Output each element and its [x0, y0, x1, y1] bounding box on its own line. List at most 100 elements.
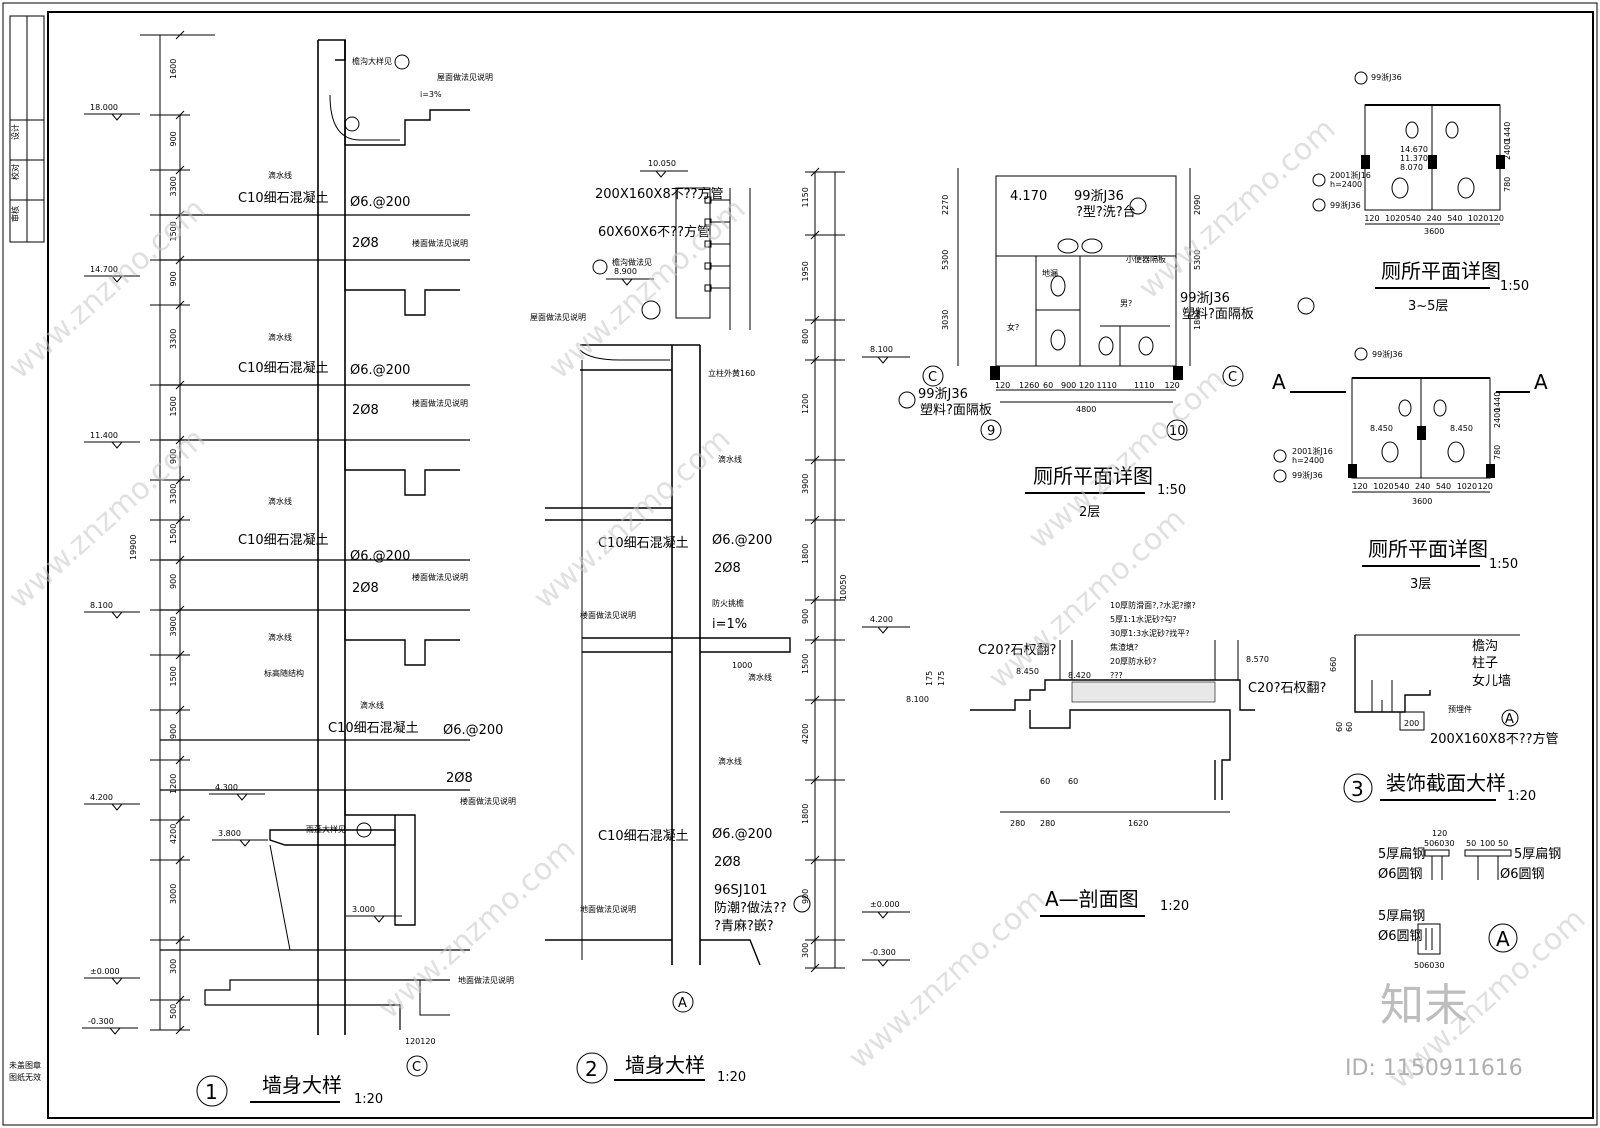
wm-1: www.znzmo.com — [2, 192, 212, 386]
d1-wall-dim: 120120 — [405, 1037, 436, 1046]
t35-ref-2: 99浙J36 — [1330, 200, 1361, 210]
t2-female: 女? — [1007, 322, 1019, 332]
t3-dim-value: 540 — [1436, 482, 1451, 491]
wm-5: www.znzmo.com — [372, 832, 582, 1026]
d3-label-embed: 预埋件 — [1448, 704, 1472, 714]
d3-label-column: 柱子 — [1472, 656, 1498, 671]
t3-dim-value: 120 — [1352, 482, 1367, 491]
d2-fire: 防火挑檐 — [712, 598, 744, 608]
d1-dim-value: 1500 — [169, 396, 178, 416]
d1-dim-slash — [175, 705, 185, 715]
sa-c20-right: C20?石权翻? — [1248, 680, 1326, 696]
d1-dim-value: 1600 — [169, 59, 178, 79]
d2-rebar2-2: 2Ø8 — [714, 855, 741, 870]
t35-dim-value: 540 — [1447, 214, 1462, 223]
sa-note-1: 10厚防滑面?,?水泥?擦? — [1110, 600, 1196, 610]
d2-dim-slash — [810, 355, 820, 365]
d1-c10-3: C10细石混凝土 — [238, 532, 329, 548]
t35-dim-value: 240 — [1427, 214, 1442, 223]
d1-title: 墙身大样 — [262, 1073, 342, 1097]
t2-axis-10: 10 — [1169, 424, 1186, 439]
da-dim-506030-b: 506030 — [1414, 961, 1445, 970]
d2-roof: 屋面做法见说明 — [530, 312, 586, 322]
d2-dim-slash — [810, 695, 820, 705]
d1-rebar1-2: Ø6.@200 — [350, 363, 410, 378]
sa-elev-1: 8.450 — [1016, 667, 1039, 676]
d1-dim-value: 3300 — [169, 329, 178, 349]
d3-title: 装饰截面大样 — [1386, 771, 1506, 795]
d2-drip-3: 滴水线 — [718, 756, 742, 766]
d1-rebar1-1: Ø6.@200 — [350, 195, 410, 210]
d2-dim-value: 1800 — [801, 544, 810, 564]
da-dim-506030: 506030 — [1424, 839, 1455, 848]
t2-left-dim: 5300 — [941, 250, 950, 270]
d2-scale: 1:20 — [717, 1070, 746, 1085]
d3-dim-60b: 60 — [1345, 722, 1354, 732]
d1-beam — [344, 260, 460, 316]
d1-elevation: 18.000 — [90, 103, 118, 112]
sa-dim-left-1: 175 — [925, 671, 934, 686]
d1-dim-value: 3300 — [169, 484, 178, 504]
detail-3-decoration: 檐沟 柱子 女儿墙 预埋件 A 200X160X8不??方管 660 60 60… — [1329, 634, 1559, 804]
d2-elevation-mark — [640, 170, 688, 178]
t3-floor: 3层 — [1410, 577, 1431, 592]
d2-dim-slash — [810, 455, 820, 465]
d1-dim-value: 1200 — [169, 774, 178, 794]
t2-title: 厕所平面详图 — [1033, 464, 1153, 488]
d2-dim-slash — [810, 315, 820, 325]
d2-dim-value: 1200 — [801, 394, 810, 414]
t3-scale: 1:50 — [1489, 557, 1518, 572]
toilet-plan-3-5f: 99浙J36 14.670 11.370 8.070 2001浙J16 h=24… — [1312, 71, 1529, 314]
t2-ref2: 99浙J36 — [918, 387, 968, 402]
t3-right-dim: 2400 — [1493, 408, 1502, 428]
sa-c20-left: C20?石权翻? — [978, 642, 1056, 658]
t2-width: 4800 — [1076, 405, 1096, 414]
d1-dim-slash — [175, 815, 185, 825]
t3-right-dim: 780 — [1493, 445, 1502, 460]
d2-elevation: 8.900 — [614, 267, 637, 276]
t3-j16: 2001浙J16 — [1292, 446, 1333, 456]
d1-floor-1: 楼面做法见说明 — [412, 238, 468, 248]
da-dim-50a: 50 — [1466, 839, 1476, 848]
inner-border — [47, 11, 1594, 1119]
d3-number: 3 — [1351, 777, 1364, 801]
d1-dim-slash — [175, 995, 185, 1005]
d2-floor: 楼面做法见说明 — [580, 610, 636, 620]
toilet-plan-2f: 4.170 99浙J36 ?型?洗?台 小便器隔板 99浙J36 塑料?面隔板 … — [898, 168, 1315, 520]
t2-ref3-note: 塑料?面隔板 — [1182, 307, 1254, 322]
d1-elevation-mark — [84, 441, 140, 449]
d1-dim-slash — [175, 110, 185, 120]
t2-dim-value: 120 — [995, 381, 1010, 390]
t35-floor: 3~5层 — [1408, 299, 1448, 314]
toilet-plan-3f: A A 99浙J36 8.450 8.450 2001浙J16 h=2400 9… — [1272, 347, 1548, 592]
d1-beam — [344, 440, 460, 496]
d1-dim-slash — [175, 30, 185, 40]
title-label-2: 校对 — [10, 164, 20, 180]
d2-std: 96SJ101 — [714, 883, 767, 898]
t35-scale: 1:50 — [1500, 279, 1529, 294]
detail-2-wall-section: 1150195080012003900180090015004200180090… — [530, 159, 910, 1085]
d2-dim-value: 3900 — [801, 474, 810, 494]
t2-left-dim: 3030 — [941, 310, 950, 330]
t35-dim-value: 540 — [1406, 214, 1421, 223]
t2-male: 男? — [1120, 299, 1132, 308]
sa-dim-bottom-1: 280 — [1010, 819, 1025, 828]
d3-label-gutter: 檐沟 — [1472, 639, 1498, 654]
d1-elevation: 8.100 — [90, 601, 113, 610]
t2-axis-c-right: C — [1228, 370, 1237, 385]
d2-rebar2-1: 2Ø8 — [714, 561, 741, 576]
d2-dim-slash — [810, 935, 820, 945]
t3-right-dim: 1440 — [1493, 392, 1502, 412]
t3-ref-2: 99浙J36 — [1292, 470, 1323, 480]
t35-dim-value: 120 — [1364, 214, 1379, 223]
d1-drip-5: 滴水线 — [360, 700, 384, 710]
sa-note-4: 焦渣填? — [1110, 642, 1138, 652]
t3-section-right: A — [1534, 370, 1548, 394]
d1-dim-slash — [175, 855, 185, 865]
d2-std-note-2: ?青麻?嵌? — [714, 919, 774, 934]
d1-dim-slash — [175, 1025, 185, 1035]
d2-elevation-mark — [862, 356, 910, 364]
d1-rebar2-1: 2Ø8 — [352, 236, 379, 251]
d2-elevation-mark — [862, 959, 910, 967]
